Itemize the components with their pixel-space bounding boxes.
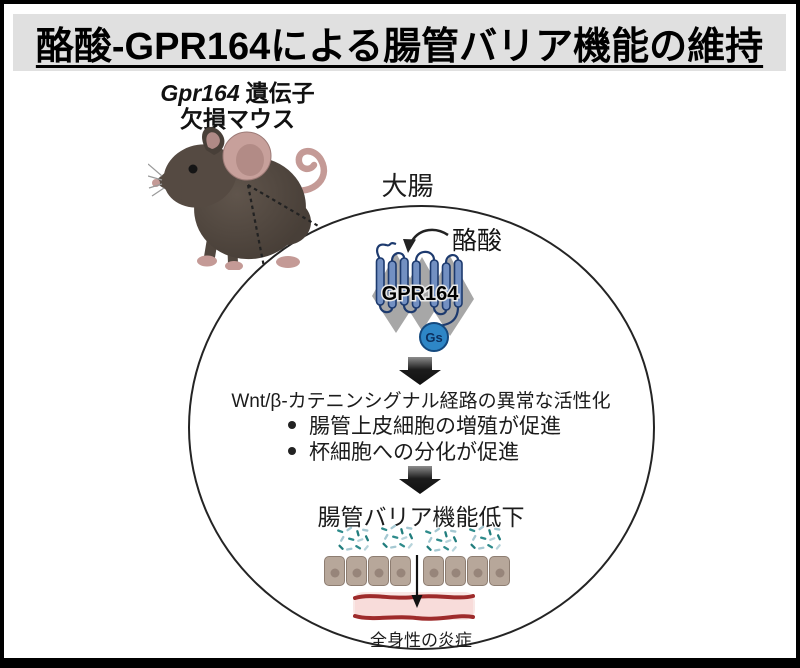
knockout-mouse-illustration bbox=[148, 127, 327, 270]
gpr164-receptor-diagram: GPR164 Gs bbox=[372, 242, 474, 352]
gene-suffix: 遺伝子 bbox=[245, 80, 315, 106]
epithelial-cell bbox=[368, 556, 389, 586]
mouse-caption-line2: 欠損マウス bbox=[180, 106, 295, 132]
mouse-tail bbox=[279, 148, 327, 195]
pathway-bullet-list: 腸管上皮細胞の増殖が促進 杯細胞への分化が促進 bbox=[288, 412, 561, 464]
epithelial-cell bbox=[324, 556, 345, 586]
ligand-arrow bbox=[403, 228, 449, 253]
mouse-whiskers bbox=[148, 163, 165, 197]
gene-name: Gpr164 bbox=[160, 80, 240, 106]
organ-label: 大腸 bbox=[381, 171, 434, 201]
gs-protein-label: Gs bbox=[425, 330, 442, 345]
title-bar: 酪酸-GPR164による腸管バリア機能の維持 bbox=[13, 14, 786, 71]
receptor-label: GPR164 bbox=[382, 283, 460, 305]
mouse-hind-foot bbox=[276, 256, 300, 268]
blood-vessel-illustration bbox=[353, 592, 475, 621]
epithelial-cell bbox=[423, 556, 444, 586]
mouse-foot-2 bbox=[225, 261, 243, 270]
bullet-text-differentiation: 杯細胞への分化が促進 bbox=[309, 441, 519, 464]
epithelial-cell bbox=[390, 556, 411, 586]
barrier-breach-arrow bbox=[411, 555, 423, 608]
ligand-label: 酪酸 bbox=[452, 227, 503, 255]
mouse-left-ear-inner bbox=[206, 132, 220, 149]
frame-border-right bbox=[796, 0, 800, 668]
bullet-item-differentiation: 杯細胞への分化が促進 bbox=[288, 438, 561, 464]
frame-border-bottom bbox=[0, 658, 800, 668]
epithelial-cell bbox=[445, 556, 466, 586]
figure-title: 酪酸-GPR164による腸管バリア機能の維持 bbox=[35, 26, 764, 68]
frame-border-top bbox=[0, 0, 800, 4]
bullet-item-proliferation: 腸管上皮細胞の増殖が促進 bbox=[288, 412, 561, 438]
frame-border-left bbox=[0, 0, 4, 668]
bullet-dot bbox=[288, 447, 296, 455]
mouse-foot bbox=[197, 255, 217, 267]
pathway-heading: Wnt/β-カテニンシグナル経路の異常な活性化 bbox=[231, 391, 611, 412]
gs-protein-badge bbox=[419, 322, 449, 352]
mouse-eye bbox=[188, 164, 198, 174]
epithelial-cell bbox=[467, 556, 488, 586]
mouse-snout bbox=[154, 160, 182, 200]
bullet-dot bbox=[288, 421, 296, 429]
transmembrane-helices bbox=[375, 257, 463, 311]
outcome-label: 全身性の炎症 bbox=[370, 631, 472, 650]
receptor-loops bbox=[376, 242, 460, 328]
bullet-text-proliferation: 腸管上皮細胞の増殖が促進 bbox=[309, 415, 561, 438]
epithelium-row bbox=[324, 556, 510, 586]
epithelial-cell bbox=[489, 556, 510, 586]
callout-dashed-lines bbox=[246, 184, 321, 268]
mouse-right-ear-inner bbox=[236, 144, 264, 176]
down-block-arrow-2 bbox=[399, 466, 441, 494]
barrier-label: 腸管バリア機能低下 bbox=[317, 504, 525, 530]
down-block-arrow-1 bbox=[399, 357, 441, 385]
epithelial-cell bbox=[346, 556, 367, 586]
mouse-head bbox=[163, 144, 237, 208]
